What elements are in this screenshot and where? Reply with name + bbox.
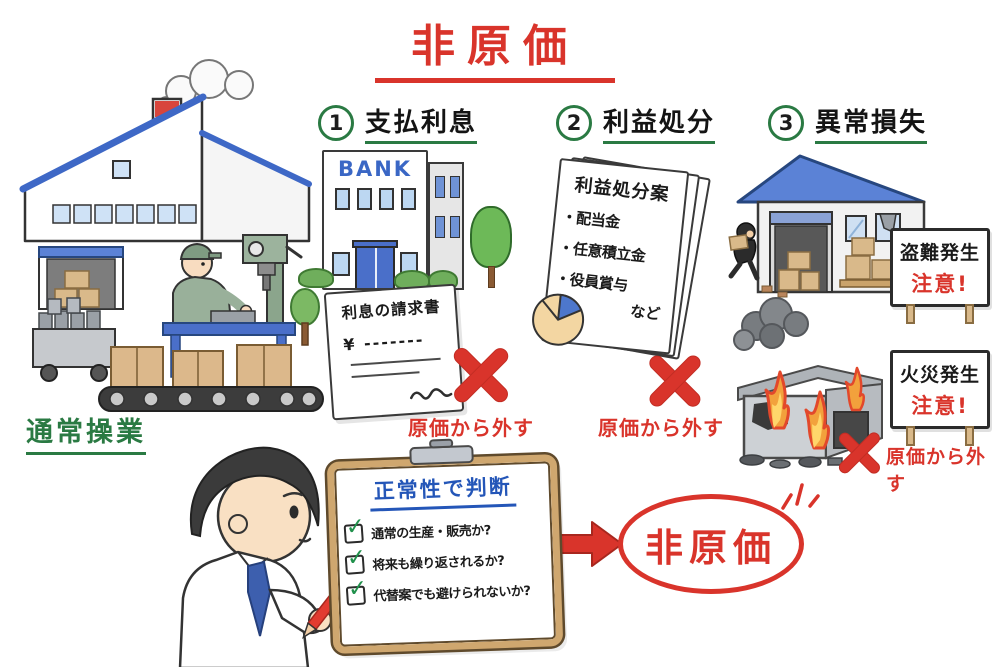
checklist-row: ✓ 将来も繰り返されるか? bbox=[344, 544, 554, 575]
doc-item: ・任意積立金 bbox=[557, 238, 647, 266]
section-label-interest: 支払利息 bbox=[365, 102, 478, 144]
pie-chart bbox=[532, 293, 585, 346]
bank-door bbox=[352, 240, 398, 288]
conveyor-boxes bbox=[110, 344, 292, 390]
fire-smoke bbox=[733, 297, 809, 351]
factory-building bbox=[19, 93, 312, 243]
bank-window bbox=[435, 176, 445, 198]
checklist-item-label: 代替案でも避けられないか? bbox=[373, 584, 531, 605]
bank-window bbox=[450, 176, 460, 198]
fire-sign-line1: 火災発生 bbox=[899, 364, 980, 386]
exclude-caption-profit: 原価から外す bbox=[598, 416, 724, 440]
checklist-row: ✓ 代替案でも避けられないか? bbox=[345, 575, 555, 606]
bank-door-lintel bbox=[352, 240, 398, 248]
checkbox: ✓ bbox=[345, 575, 368, 606]
x-mark-interest bbox=[450, 344, 512, 406]
drill-press bbox=[242, 234, 303, 328]
result-oval: 非原価 bbox=[618, 494, 804, 594]
bank-window-row bbox=[324, 188, 426, 210]
invoice-line bbox=[351, 371, 420, 379]
checklist-title: 正常性で判断 bbox=[369, 470, 517, 512]
check-icon: ✓ bbox=[347, 575, 369, 603]
clipboard-clip-knob bbox=[428, 438, 454, 449]
bank-window bbox=[334, 188, 350, 210]
checklist-clipboard: 正常性で判断 ✓ 通常の生産・販売か? ✓ 将来も繰り返されるか? ✓ 代替案で… bbox=[326, 438, 564, 654]
factory-window-strip bbox=[52, 204, 197, 224]
theft-sign-line2: 注意! bbox=[911, 272, 969, 296]
bank-window bbox=[450, 216, 460, 238]
check-icon: ✓ bbox=[344, 513, 366, 541]
bank-side-wing bbox=[428, 162, 464, 290]
tree-foliage bbox=[470, 206, 512, 268]
bank-door-split bbox=[375, 248, 377, 288]
fire-warning-sign: 火災発生 注意! bbox=[890, 350, 990, 446]
check-icon: ✓ bbox=[345, 544, 368, 572]
conveyor-belt bbox=[98, 386, 324, 412]
man-figure bbox=[178, 446, 332, 667]
factory-tree bbox=[290, 288, 320, 346]
exclude-caption-abnormal: 原価から外す bbox=[886, 446, 987, 495]
checkbox: ✓ bbox=[343, 513, 366, 544]
bank-building: BANK bbox=[322, 150, 428, 290]
factory-illustration bbox=[19, 59, 324, 412]
sign-leg bbox=[906, 426, 915, 446]
section-header-interest: 1 支払利息 bbox=[318, 102, 478, 144]
bush bbox=[298, 268, 334, 288]
section-label-profit: 利益処分 bbox=[603, 102, 716, 144]
section-label-abnormal-loss: 異常損失 bbox=[815, 102, 928, 144]
bank-window bbox=[332, 252, 350, 276]
result-label: 非原価 bbox=[644, 525, 777, 570]
doc-title: 利益処分案 bbox=[573, 174, 671, 206]
checkbox: ✓ bbox=[344, 544, 367, 575]
section-header-profit: 2 利益処分 bbox=[556, 102, 716, 144]
factory-label: 通常操業 bbox=[26, 410, 146, 455]
tree-trunk bbox=[487, 266, 495, 288]
sign-leg bbox=[906, 304, 915, 324]
section-number-2: 2 bbox=[556, 105, 592, 141]
profit-doc-stack: 利益処分案 ・配当金 ・任意積立金 ・役員賞与 など bbox=[532, 156, 711, 373]
x-mark-abnormal bbox=[836, 430, 882, 476]
page-title: 非原価 bbox=[375, 10, 615, 83]
bank-window bbox=[400, 188, 416, 210]
signature-squiggle bbox=[409, 388, 453, 400]
interest-invoice: 利息の請求書 ¥ ------- bbox=[323, 283, 465, 421]
checklist-item-label: 通常の生産・販売か? bbox=[371, 523, 492, 543]
bank-window bbox=[356, 188, 372, 210]
parts-cart bbox=[32, 297, 116, 382]
doc-sheet-front: 利益処分案 ・配当金 ・任意積立金 ・役員賞与 など bbox=[532, 158, 690, 355]
tree bbox=[470, 206, 512, 288]
bank-sign: BANK bbox=[337, 157, 413, 181]
section-header-abnormal-loss: 3 異常損失 bbox=[768, 102, 928, 144]
theft-sign-line1: 盗難発生 bbox=[899, 242, 980, 264]
sign-leg bbox=[965, 304, 974, 324]
invoice-line bbox=[350, 357, 441, 367]
flames bbox=[764, 366, 865, 450]
clipboard-clip bbox=[409, 438, 474, 466]
sign-leg bbox=[965, 426, 974, 446]
bank-window bbox=[378, 188, 394, 210]
bank-window bbox=[435, 216, 445, 238]
emphasis-sparkles bbox=[781, 483, 820, 510]
result-arrow bbox=[551, 521, 623, 567]
man-writing-illustration bbox=[178, 446, 358, 667]
checklist-item-label: 将来も繰り返されるか? bbox=[372, 553, 505, 574]
exclude-caption-interest: 原価から外す bbox=[408, 416, 534, 440]
checklist-row: ✓ 通常の生産・販売か? bbox=[343, 513, 553, 544]
x-mark-profit bbox=[646, 352, 704, 410]
invoice-title: 利息の請求書 bbox=[341, 297, 442, 323]
fire-sign-line2: 注意! bbox=[911, 394, 969, 418]
invoice-amount: ¥ ------- bbox=[342, 329, 426, 355]
theft-warning-sign: 盗難発生 注意! bbox=[890, 228, 990, 324]
section-number-3: 3 bbox=[768, 105, 804, 141]
thief bbox=[728, 222, 788, 298]
rubble bbox=[739, 454, 843, 469]
doc-item: ・配当金 bbox=[560, 207, 621, 232]
section-number-1: 1 bbox=[318, 105, 354, 141]
